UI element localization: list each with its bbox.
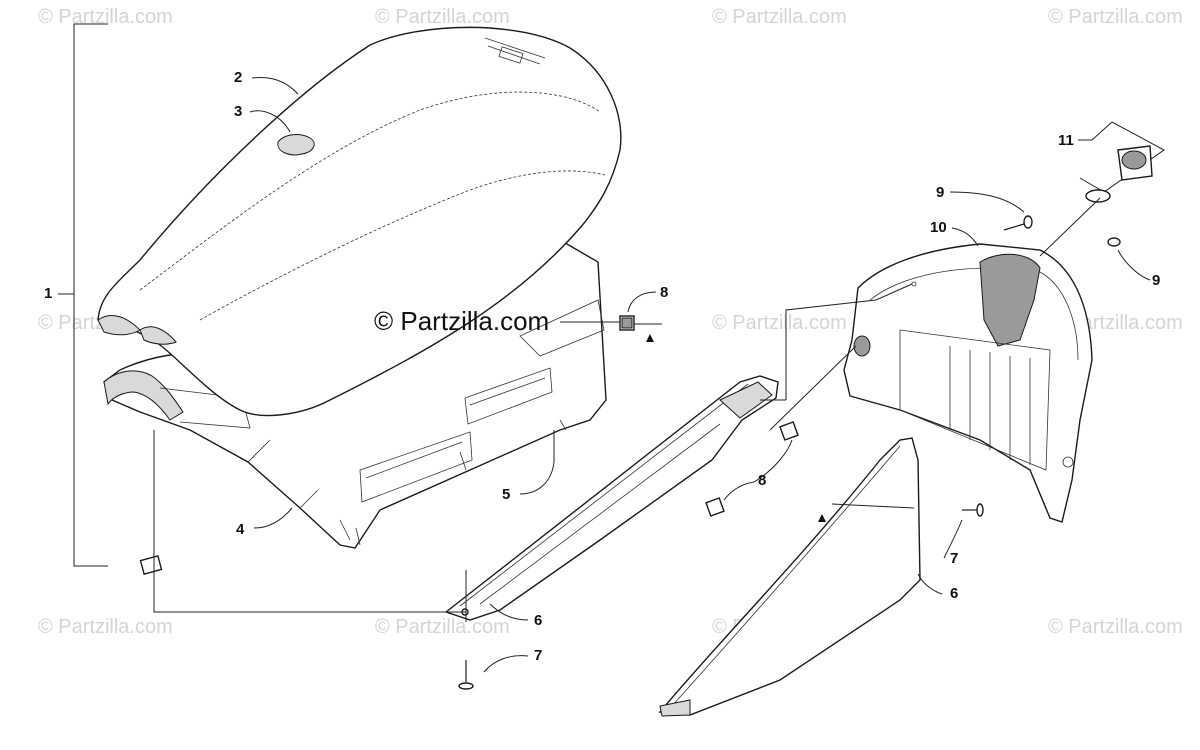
callout-5: 5 <box>502 486 511 503</box>
watermark: © Partzilla.com <box>375 616 510 638</box>
rivet-7-lower <box>458 660 474 690</box>
callout-8-mid: 8 <box>758 472 767 489</box>
seat-base <box>103 239 607 549</box>
callout-9-upper: 9 <box>936 184 945 201</box>
callout-10: 10 <box>930 219 947 236</box>
callout-9-right: 9 <box>1152 272 1161 289</box>
power-outlet <box>1079 121 1165 203</box>
callout-6-left: 6 <box>534 612 543 629</box>
watermark: © Partzilla.com <box>38 616 173 638</box>
left-side-panel <box>444 375 779 621</box>
callout-7-right: 7 <box>950 550 959 567</box>
callout-8-upper: 8 <box>660 284 669 301</box>
screw-9-right <box>1107 237 1121 247</box>
seat-clip <box>139 555 163 575</box>
callout-1: 1 <box>44 285 53 302</box>
watermark: © Partzilla.com <box>712 312 847 334</box>
watermark: © Partzilla.com <box>1048 616 1183 638</box>
callout-3: 3 <box>234 103 243 120</box>
right-side-panel <box>658 437 921 717</box>
watermark: © Partzilla.com <box>712 6 847 28</box>
center-watermark: © Partzilla.com <box>374 306 550 336</box>
callout-4: 4 <box>236 521 245 538</box>
watermark: © Partzilla.com <box>38 6 173 28</box>
callout-11: 11 <box>1058 132 1074 149</box>
watermark: © Partzilla.com <box>375 6 510 28</box>
assembly-bracket <box>58 23 108 567</box>
watermark: © Partzilla.com <box>1048 6 1183 28</box>
seat-assembly <box>97 26 622 549</box>
rivet-7-right <box>962 503 984 517</box>
foam-patch <box>277 134 315 156</box>
callout-7-lower: 7 <box>534 647 543 664</box>
leader-lines <box>153 77 1151 673</box>
clip-8-upper <box>598 315 662 331</box>
screw-9-upper <box>1003 215 1033 231</box>
direction-arrow <box>646 334 826 522</box>
clip-8-mid-a <box>779 421 799 441</box>
rear-storage-bin <box>843 243 1093 523</box>
clip-8-mid-b <box>705 497 725 517</box>
callout-2: 2 <box>234 69 243 86</box>
seat-cover <box>97 26 622 417</box>
callout-6-right: 6 <box>950 585 959 602</box>
